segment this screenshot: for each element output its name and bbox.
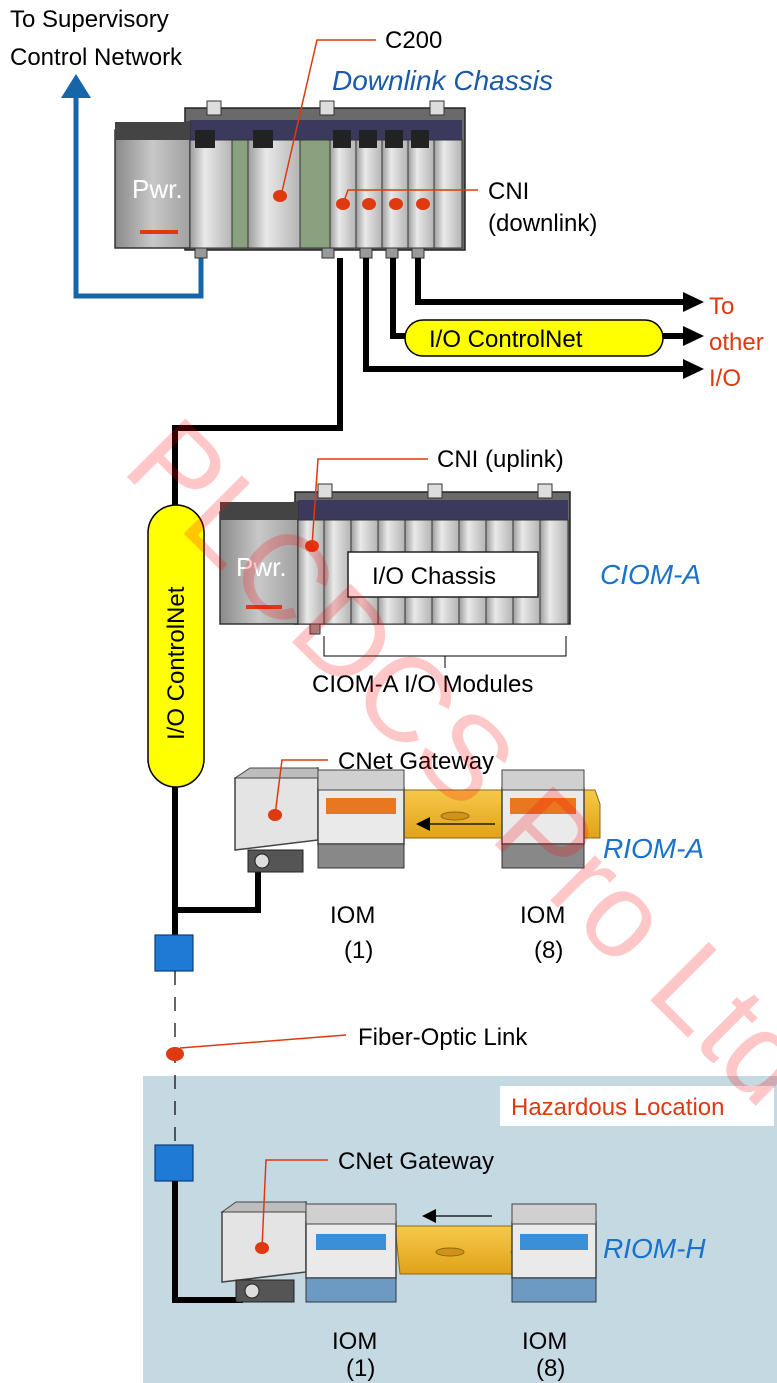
- c200-label: C200: [385, 27, 442, 54]
- riom-a-slide-arrow: [416, 817, 430, 831]
- cnet-gateway-h-label: CNet Gateway: [338, 1148, 494, 1175]
- iom-a1-label: IOM: [330, 902, 375, 929]
- fiber-node-bottom: [154, 1144, 194, 1182]
- io-controlnet-label-h: I/O ControlNet: [429, 326, 583, 353]
- supervisory-link: [61, 74, 204, 299]
- fiber-link-label: Fiber-Optic Link: [358, 1024, 528, 1051]
- c200-leader: [280, 39, 376, 197]
- to-label: To: [709, 293, 734, 320]
- supervisory-label-2: Control Network: [10, 44, 183, 71]
- io-controlnet-pill-h: [404, 319, 664, 357]
- hazardous-label: Hazardous Location: [511, 1094, 724, 1121]
- gateway-a-leader: [274, 759, 328, 816]
- c200-dot: [273, 190, 287, 202]
- iom-h1-num: (1): [346, 1355, 375, 1382]
- ciom-a-label: CIOM-A: [600, 559, 701, 590]
- io-chassis-label: I/O Chassis: [372, 563, 496, 590]
- iom-a1-num: (1): [344, 937, 373, 964]
- other-label: other: [709, 329, 764, 356]
- iom-h1-label: IOM: [332, 1328, 377, 1355]
- fiber-dot: [166, 1047, 184, 1061]
- riom-a-assembly: [233, 767, 601, 873]
- cni-dot-2: [362, 198, 376, 210]
- riom-a-label: RIOM-A: [603, 833, 704, 864]
- cni-label-1: CNI: [488, 178, 529, 205]
- fiber-node-top: [154, 934, 194, 972]
- downlink-chassis: Pwr.: [114, 100, 466, 259]
- arrow-2: [683, 326, 704, 346]
- ciom-modules-label: CIOM-A I/O Modules: [312, 671, 533, 698]
- iom-h8-label: IOM: [522, 1328, 567, 1355]
- iom-a8-label: IOM: [520, 902, 565, 929]
- arrow-1: [683, 292, 704, 312]
- cni-dot-3: [389, 198, 403, 210]
- io-label: I/O: [709, 365, 741, 392]
- riom-h-assembly: [220, 1201, 597, 1303]
- hazardous-label-box: [500, 1086, 774, 1126]
- cni-uplink-leader: [311, 458, 428, 547]
- pwr-label-mid: Pwr.: [236, 552, 287, 582]
- cni-dot-4: [416, 198, 430, 210]
- io-controlnet-pill-v: [147, 504, 205, 788]
- cni-uplink-label: CNI (uplink): [437, 446, 564, 473]
- fiber-leader: [179, 1034, 347, 1049]
- arrow-3: [683, 359, 704, 379]
- downlink-chassis-label: Downlink Chassis: [332, 65, 553, 96]
- iom-h8-num: (8): [536, 1355, 565, 1382]
- pwr-label-top: Pwr.: [132, 174, 183, 204]
- riom-h-label: RIOM-H: [603, 1233, 706, 1264]
- io-chassis-box: [347, 551, 539, 598]
- io-controlnet-label-v: I/O ControlNet: [163, 586, 190, 740]
- supervisory-label-1: To Supervisory: [10, 6, 169, 33]
- cnet-gateway-a-label: CNet Gateway: [338, 748, 494, 775]
- cni-leader: [342, 189, 478, 205]
- riom-h-slide-arrow: [422, 1209, 436, 1223]
- iom-a8-num: (8): [534, 937, 563, 964]
- cni-label-2: (downlink): [488, 210, 597, 237]
- gateway-h-leader: [261, 1159, 328, 1249]
